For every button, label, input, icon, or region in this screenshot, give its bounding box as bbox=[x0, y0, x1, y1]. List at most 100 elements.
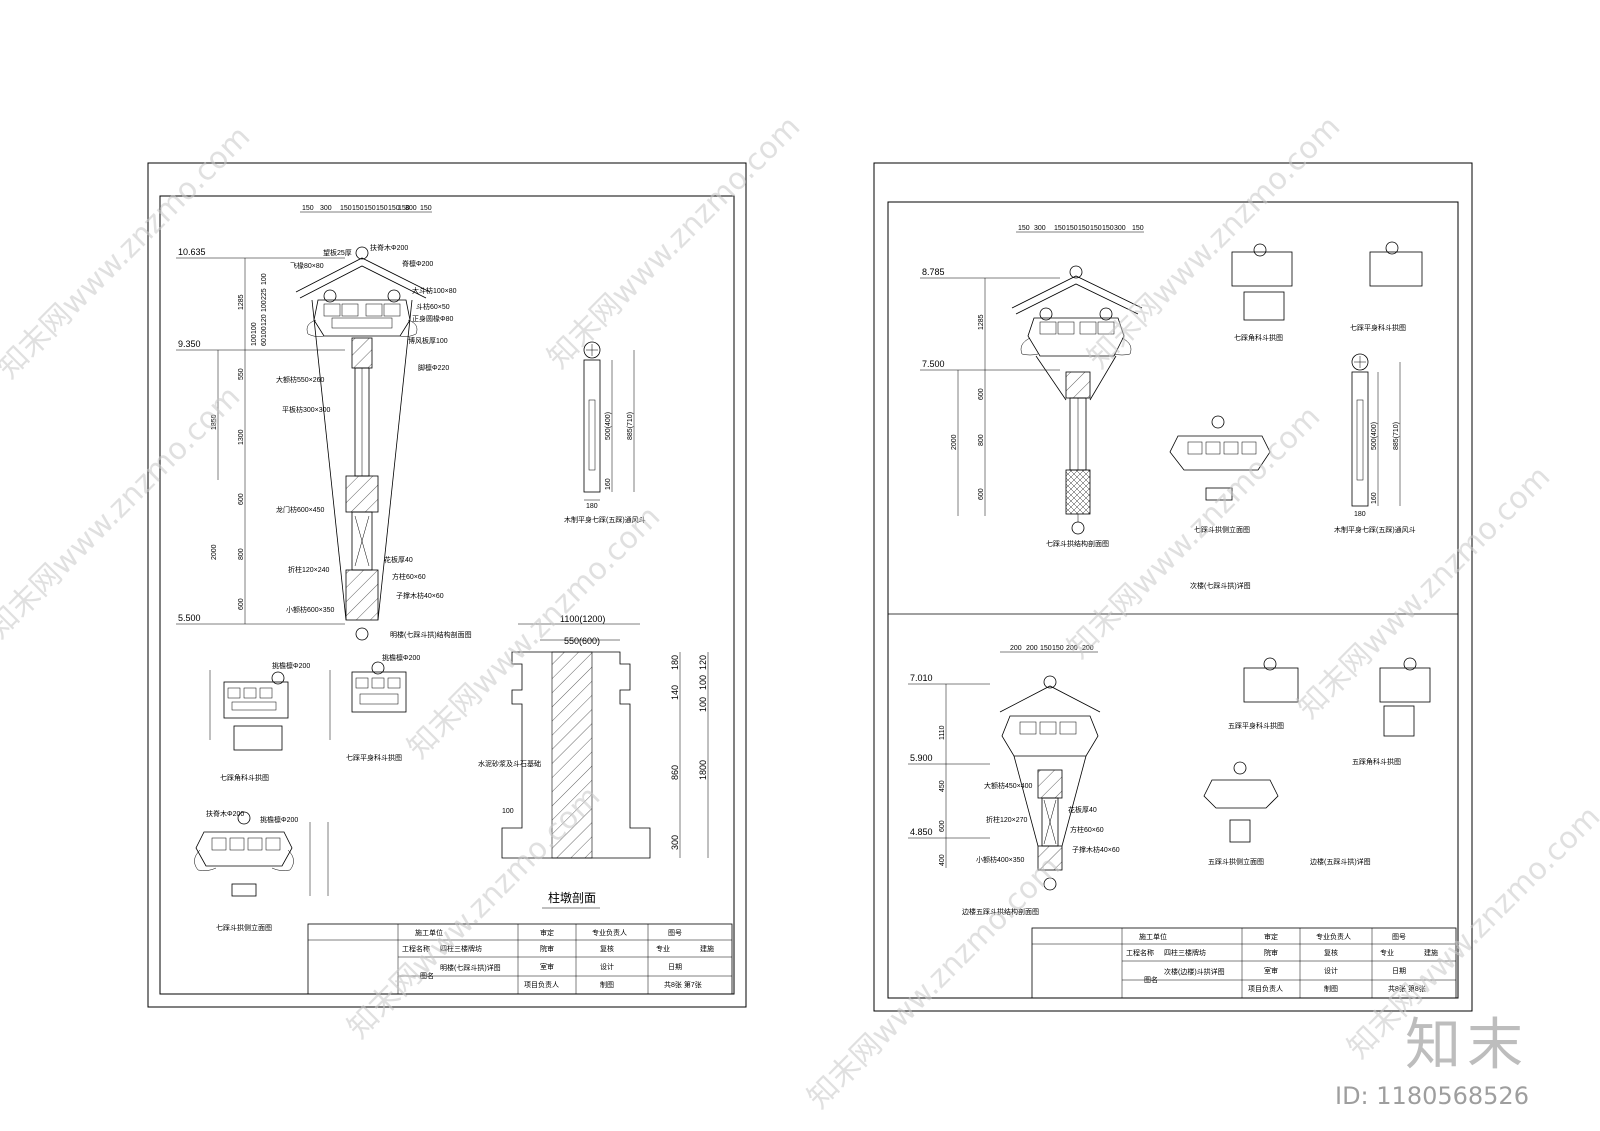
svg-text:知末网www.znzmo.com: 知末网www.znzmo.com bbox=[0, 119, 257, 385]
svg-text:七踩斗拱侧立面图: 七踩斗拱侧立面图 bbox=[1194, 525, 1250, 534]
svg-text:小额枋600×350: 小额枋600×350 bbox=[286, 605, 335, 614]
svg-text:860: 860 bbox=[670, 765, 680, 780]
svg-text:七踩角科斗拱图: 七踩角科斗拱图 bbox=[1234, 333, 1283, 342]
svg-text:1850: 1850 bbox=[211, 414, 218, 430]
svg-text:方柱60×60: 方柱60×60 bbox=[1070, 825, 1104, 834]
sheet-2-inner-frame bbox=[887, 201, 1459, 999]
svg-text:600: 600 bbox=[939, 820, 946, 832]
sheet-1-detail-b: 挑檐檩Φ200 七踩平身科斗拱图 bbox=[329, 653, 420, 762]
svg-text:折柱120×270: 折柱120×270 bbox=[986, 815, 1028, 824]
svg-text:挑檐檩Φ200: 挑檐檩Φ200 bbox=[272, 661, 310, 670]
svg-text:博风板厚100: 博风板厚100 bbox=[408, 336, 448, 345]
svg-text:知末网www.znzmo.com: 知末网www.znzmo.com bbox=[541, 109, 807, 375]
svg-text:专业负责人: 专业负责人 bbox=[592, 928, 627, 937]
svg-text:300: 300 bbox=[1114, 225, 1126, 232]
svg-text:800: 800 bbox=[978, 434, 985, 446]
svg-text:140: 140 bbox=[670, 685, 680, 700]
svg-text:150: 150 bbox=[1078, 225, 1090, 232]
svg-text:柱墩剖面: 柱墩剖面 bbox=[548, 890, 596, 905]
svg-text:100: 100 bbox=[261, 326, 268, 338]
svg-text:600: 600 bbox=[238, 598, 245, 610]
svg-text:大额枋450×400: 大额枋450×400 bbox=[984, 781, 1033, 790]
svg-text:知末网www.znzmo.com: 知末网www.znzmo.com bbox=[801, 849, 1067, 1115]
svg-text:审定: 审定 bbox=[540, 928, 554, 937]
svg-text:知末网www.znzmo.com: 知末网www.znzmo.com bbox=[1081, 109, 1347, 375]
svg-text:150: 150 bbox=[1066, 225, 1078, 232]
svg-text:120: 120 bbox=[261, 314, 268, 326]
svg-text:100: 100 bbox=[261, 273, 268, 285]
svg-text:7.500: 7.500 bbox=[922, 359, 945, 369]
svg-text:150: 150 bbox=[1132, 225, 1144, 232]
sheet-1-main-labels: 飞椽80×80 望板25厚 扶脊木Φ200 脊檩Φ200 大斗枋100×80 斗… bbox=[276, 243, 472, 639]
svg-text:制图: 制图 bbox=[600, 980, 614, 989]
svg-text:七踩平身科斗拱图: 七踩平身科斗拱图 bbox=[346, 753, 402, 762]
svg-text:七踩斗拱侧立面图: 七踩斗拱侧立面图 bbox=[216, 923, 272, 932]
sheet-2-lower-section: 200 200 150 150 200 200 7.010 5.900 4.85… bbox=[908, 645, 1120, 916]
svg-text:专业: 专业 bbox=[656, 944, 670, 953]
svg-text:2000: 2000 bbox=[951, 434, 958, 450]
sheet-2-outer-frame bbox=[873, 162, 1473, 1012]
svg-text:室审: 室审 bbox=[1264, 966, 1278, 975]
svg-text:60: 60 bbox=[261, 338, 268, 346]
svg-text:550(600): 550(600) bbox=[564, 636, 600, 646]
sheet-1-levels: 10.635 9.350 5.500 bbox=[176, 247, 345, 625]
svg-text:项目负责人: 项目负责人 bbox=[524, 980, 559, 989]
svg-text:600: 600 bbox=[978, 388, 985, 400]
svg-text:院审: 院审 bbox=[540, 944, 554, 953]
svg-text:225: 225 bbox=[261, 288, 268, 300]
sheet-2-levels: 8.785 7.500 1285 2000 600 800 600 bbox=[920, 267, 1060, 516]
svg-text:折柱120×240: 折柱120×240 bbox=[288, 565, 330, 574]
svg-text:建施: 建施 bbox=[700, 944, 714, 953]
svg-text:木制平身七踩(五踩)通风斗: 木制平身七踩(五踩)通风斗 bbox=[564, 515, 646, 524]
svg-text:150: 150 bbox=[1090, 225, 1102, 232]
svg-text:小额枋400×350: 小额枋400×350 bbox=[976, 855, 1025, 864]
sheet-2-main-section: 七踩斗拱结构剖面图 bbox=[1011, 265, 1143, 548]
svg-text:花板厚40: 花板厚40 bbox=[384, 555, 413, 564]
sheet-2-top-details: 七踩角科斗拱图 七踩平身科斗拱图 七踩斗拱侧立面图 次楼(七踩斗拱)详图 bbox=[1169, 241, 1423, 590]
svg-text:5.900: 5.900 bbox=[910, 753, 933, 763]
svg-text:五踩平身科斗拱图: 五踩平身科斗拱图 bbox=[1228, 721, 1284, 730]
svg-text:180: 180 bbox=[670, 655, 680, 670]
svg-text:100: 100 bbox=[502, 808, 514, 815]
svg-text:四柱三楼牌坊: 四柱三楼牌坊 bbox=[440, 944, 482, 953]
svg-text:审定: 审定 bbox=[1264, 932, 1278, 941]
svg-text:200: 200 bbox=[1026, 645, 1038, 652]
sheet-1-outer-frame bbox=[147, 162, 747, 1008]
svg-text:木制平身七踩(五踩)通风斗: 木制平身七踩(五踩)通风斗 bbox=[1334, 525, 1416, 534]
svg-text:150: 150 bbox=[1052, 645, 1064, 652]
svg-text:450: 450 bbox=[939, 780, 946, 792]
svg-text:150: 150 bbox=[1054, 225, 1066, 232]
svg-text:斗枋60×50: 斗枋60×50 bbox=[416, 302, 450, 311]
svg-text:9.350: 9.350 bbox=[178, 339, 201, 349]
svg-text:150: 150 bbox=[376, 205, 388, 212]
svg-text:150: 150 bbox=[1102, 225, 1114, 232]
svg-text:边楼(五踩斗拱)详图: 边楼(五踩斗拱)详图 bbox=[1310, 857, 1371, 866]
svg-text:知末网www.znzmo.com: 知末网www.znzmo.com bbox=[341, 779, 607, 1045]
sheet-2-title-block: 施工单位 工程名称 四柱三楼牌坊 图名 次楼(边楼)斗拱详图 审定 院审 室审 … bbox=[1031, 927, 1457, 999]
sheet-1-left-dims: 1285 550 1850 1300 600 2000 800 600 100 … bbox=[211, 258, 268, 624]
svg-text:专业负责人: 专业负责人 bbox=[1316, 932, 1351, 941]
sheet-1-column-section: 1100(1200) 550(600) 140 180 860 300 120 … bbox=[478, 614, 709, 909]
svg-text:4.850: 4.850 bbox=[910, 827, 933, 837]
svg-text:平板枋300×300: 平板枋300×300 bbox=[282, 405, 331, 414]
svg-text:明楼(七踩斗拱)结构剖面图: 明楼(七踩斗拱)结构剖面图 bbox=[390, 630, 472, 639]
svg-text:885(710): 885(710) bbox=[1393, 422, 1400, 450]
svg-text:300: 300 bbox=[405, 205, 417, 212]
svg-text:1110: 1110 bbox=[939, 725, 946, 740]
svg-text:工程名称: 工程名称 bbox=[1126, 948, 1154, 957]
sheet-1-top-dims: 150 300 150 150 150 150 150 150 300 150 bbox=[300, 205, 432, 213]
svg-text:150: 150 bbox=[352, 205, 364, 212]
sheet-1-detail-c: 扶脊木Φ200 挑檐檩Φ200 七踩斗拱侧立面图 bbox=[194, 809, 329, 932]
sheet-1-main-section bbox=[295, 246, 431, 641]
svg-text:200: 200 bbox=[1010, 645, 1022, 652]
sheet-2-top-dims: 150 300 150 150 150 150 150 300 150 bbox=[1016, 225, 1144, 233]
svg-text:施工单位: 施工单位 bbox=[1139, 932, 1167, 941]
sheet-2-vent-detail: 500(400) 885(710) 160 180 木制平身七踩(五踩)通风斗 bbox=[1334, 353, 1416, 534]
svg-text:150: 150 bbox=[340, 205, 352, 212]
svg-text:日期: 日期 bbox=[1392, 967, 1406, 975]
svg-text:1285: 1285 bbox=[978, 314, 985, 330]
svg-text:160: 160 bbox=[605, 478, 612, 490]
svg-text:复核: 复核 bbox=[600, 944, 614, 953]
svg-text:复核: 复核 bbox=[1324, 948, 1338, 957]
